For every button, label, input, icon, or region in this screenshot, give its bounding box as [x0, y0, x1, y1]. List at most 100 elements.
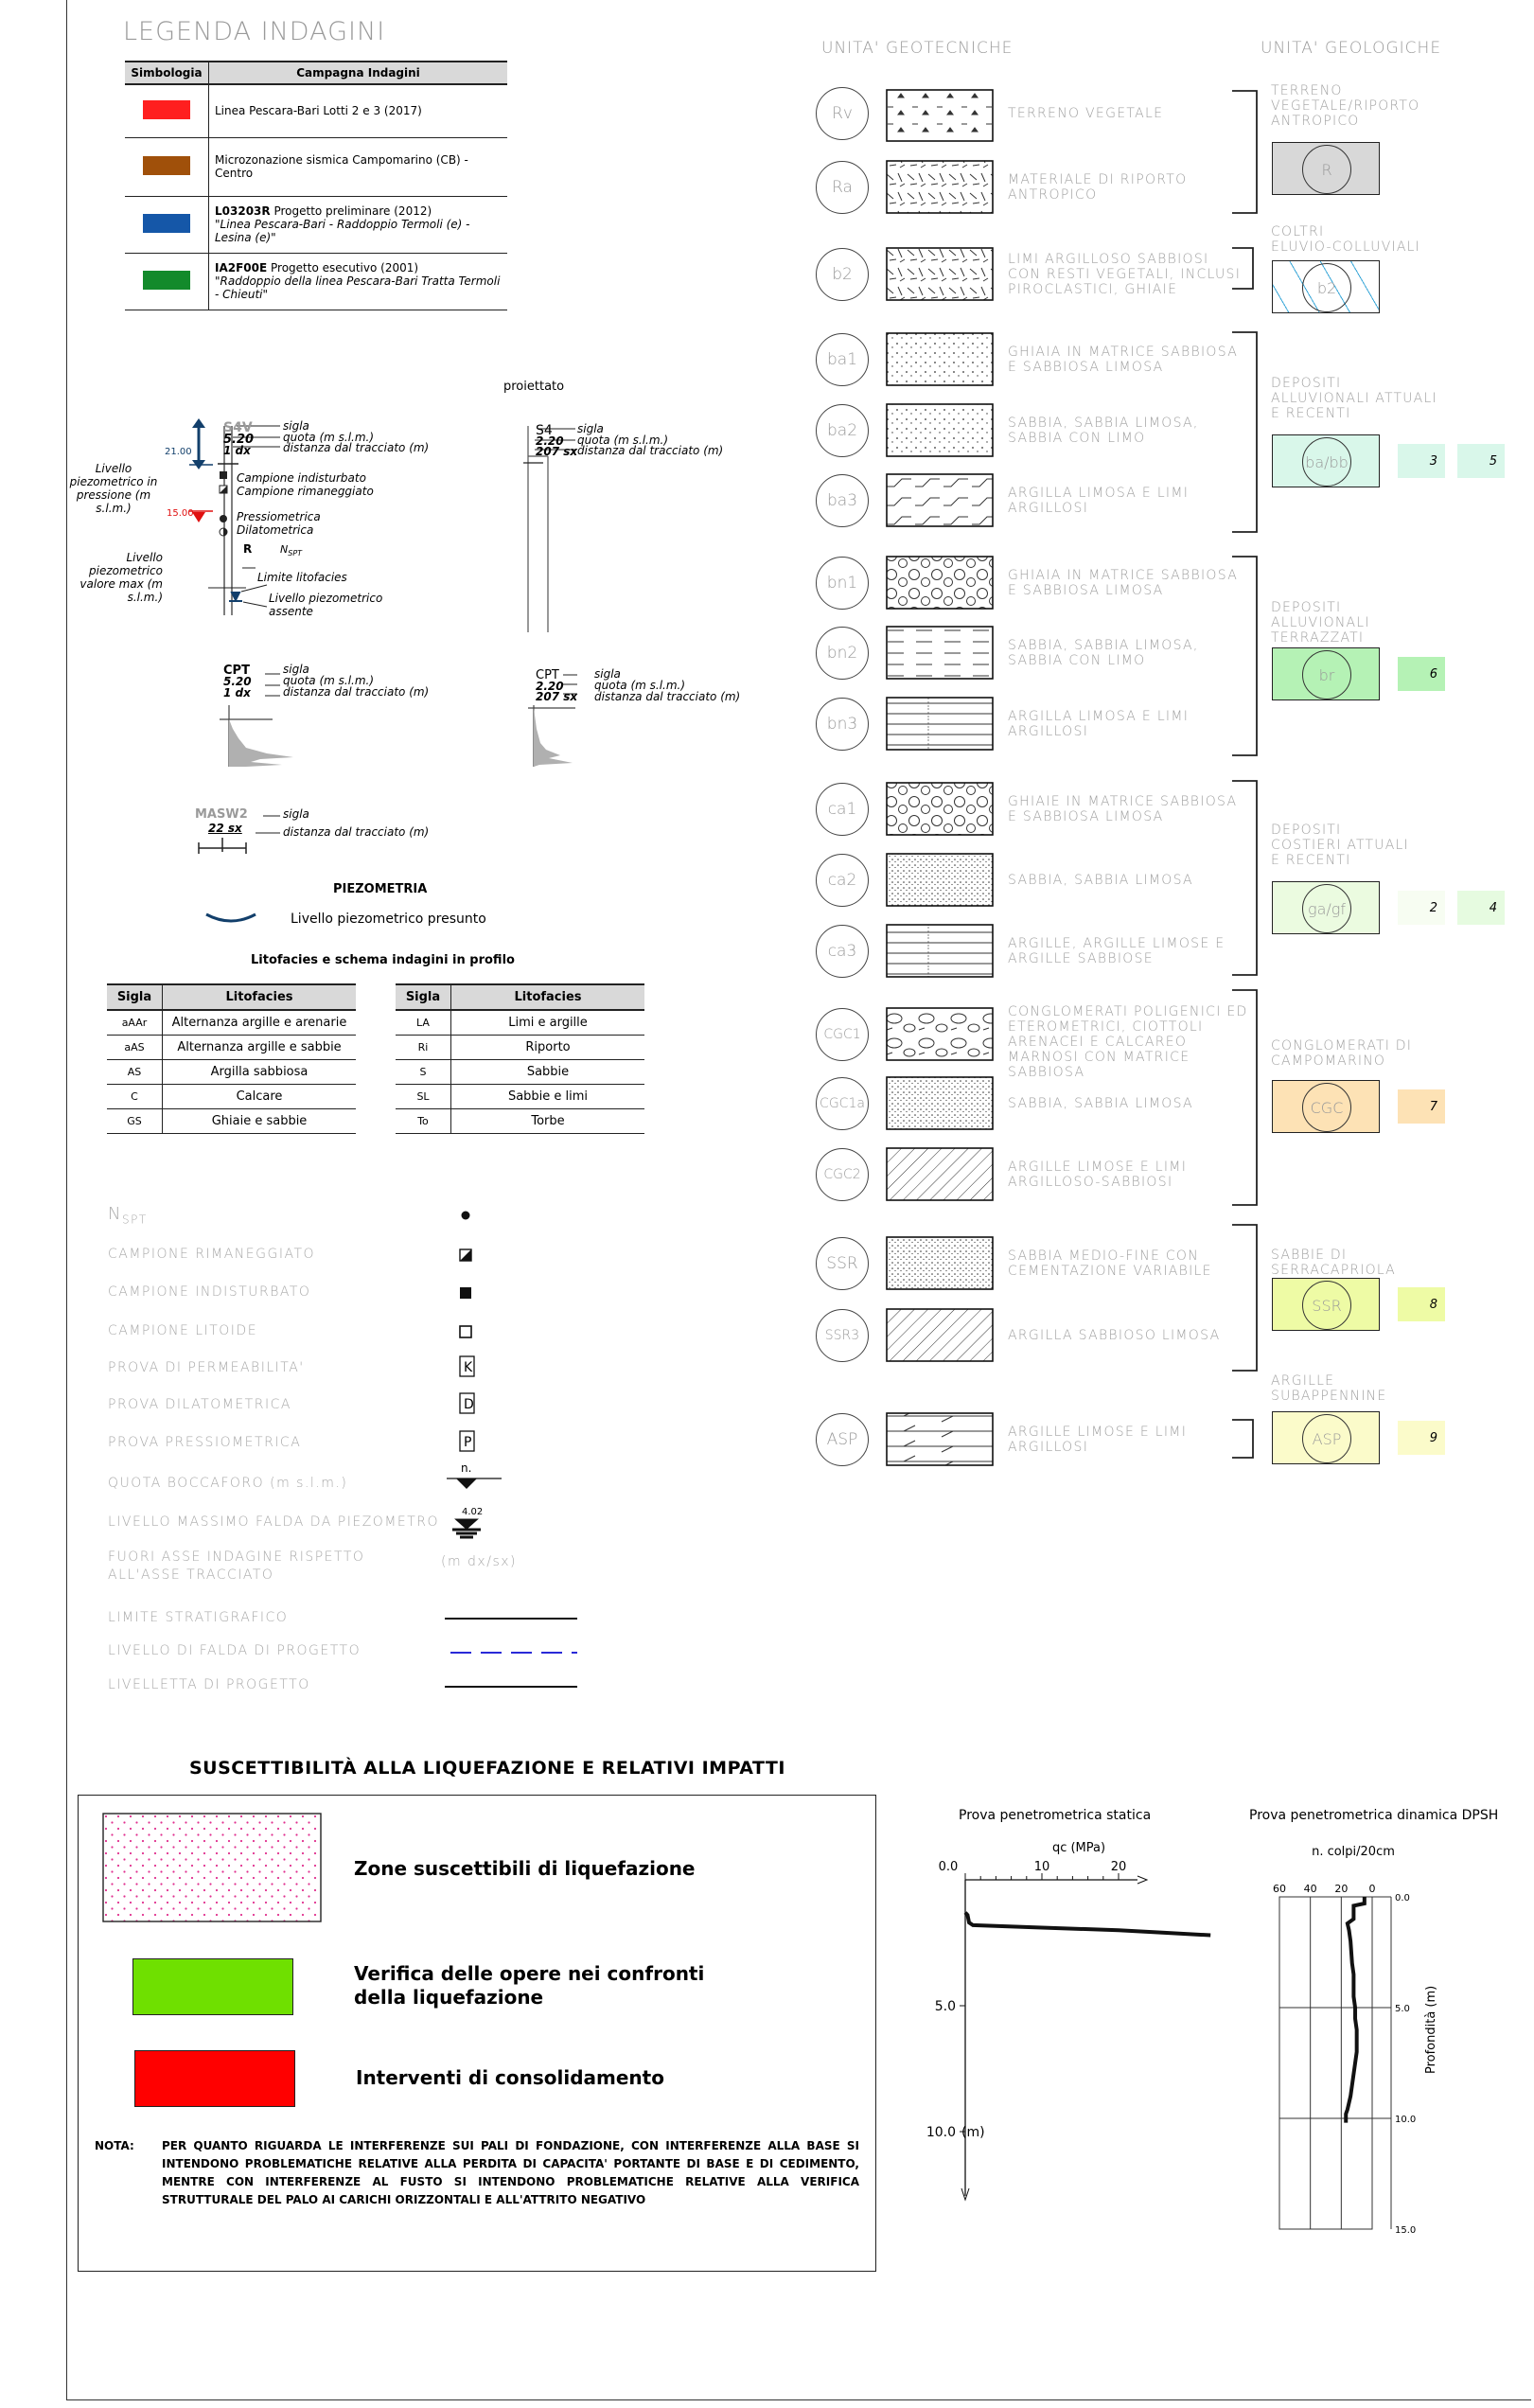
x-axis-label: qc (MPa): [1052, 1841, 1105, 1855]
geol-number: 6: [1398, 657, 1445, 691]
geol-box-br: br: [1272, 647, 1380, 700]
geol-code: ga/gf: [1302, 884, 1351, 933]
s4v-lbl-sigla: sigla: [283, 419, 309, 433]
h-lito: Litofacies: [162, 983, 356, 1011]
sim-camp-ind: CAMPIONE INDISTURBATO: [108, 1284, 311, 1300]
dilat-label: Dilatometrica: [237, 523, 314, 537]
geotec-desc-line: SABBIA, SABBIA LIMOSA: [1008, 1096, 1193, 1111]
geol-box-ga-gf: ga/gf: [1272, 881, 1380, 934]
geol-box-r: R: [1272, 142, 1380, 195]
col-campagna: Campagna Indagini: [208, 61, 507, 85]
h-sigla: Sigla: [396, 983, 451, 1011]
geol-number: 2: [1398, 891, 1445, 925]
geotec-desc-line: PIROCLASTICI, GHIAIE: [1008, 282, 1178, 297]
geotec-code-cgc1: CGC1: [816, 1008, 869, 1061]
lito-desc: Sabbie e limi: [450, 1084, 644, 1109]
s4v-sigla: S4V: [223, 420, 253, 435]
x-axis-arrow: [1137, 1875, 1149, 1885]
liq-swatch-zone: [102, 1813, 322, 1922]
geotec-desc-line: GHIAIE IN MATRICE SABBIOSA: [1008, 794, 1238, 809]
lim-lito-label: Limite litofacies: [257, 571, 347, 584]
geol-label-line: ARGILLE: [1271, 1373, 1335, 1389]
geol-label-line: VEGETALE/RIPORTO: [1271, 98, 1420, 114]
s4-sigla: S4: [536, 423, 553, 438]
liq-label-zone: Zone suscettibili di liquefazione: [354, 1857, 696, 1880]
x-tick-label: 20: [1111, 1860, 1127, 1874]
geol-code: SSR: [1302, 1281, 1351, 1330]
lito-desc: Alternanza argille e arenarie: [162, 1010, 356, 1036]
geol-number: 8: [1398, 1287, 1445, 1321]
series-line: [963, 1911, 1211, 1938]
sim-falda: LIVELLO MASSIMO FALDA DA PIEZOMETRO: [108, 1514, 440, 1530]
geotec-desc-line: E SABBIOSA LIMOSA: [1008, 809, 1164, 824]
geotec-code-cgc1a: CGC1a: [816, 1077, 869, 1130]
geotec-desc-line: SABBIA CON LIMO: [1008, 431, 1146, 446]
s4v-quota: 5.20: [223, 433, 255, 447]
legenda-swatch: [143, 155, 190, 175]
s4v-dx: 1 dx: [223, 444, 251, 457]
sim-nspt: NSPT: [108, 1204, 148, 1227]
lito-sigla: aAS: [107, 1035, 163, 1060]
geotec-desc-line: SABBIA, SABBIA LIMOSA,: [1008, 416, 1199, 431]
geotec-desc-line: GHIAIA IN MATRICE SABBIOSA: [1008, 345, 1239, 360]
cpt1-lbl-quota: quota (m s.l.m.): [283, 674, 375, 687]
geotec-desc-line: LIMI ARGILLOSO SABBIOSI: [1008, 252, 1209, 267]
cpt2-sigla: CPT: [536, 668, 559, 682]
geotec-desc: SABBIA, SABBIA LIMOSA,SABBIA CON LIMO: [1008, 416, 1199, 446]
cpt1-sigla: CPT: [223, 664, 250, 678]
geotec-desc-line: ARGILLE LIMOSE E LIMI: [1008, 1160, 1188, 1175]
camp-ind-label: Campione indisturbato: [237, 471, 366, 485]
geotec-desc-line: ARGILLE SABBIOSE: [1008, 951, 1154, 966]
geotec-desc-line: CEMENTAZIONE VARIABILE: [1008, 1264, 1212, 1279]
lito-sigla: aAAr: [107, 1010, 163, 1036]
y-axis-arrow: [961, 2187, 970, 2202]
sim-falda-val: 4.02: [462, 1507, 484, 1517]
cpt1-lbl-sigla: sigla: [283, 663, 309, 676]
lito-sigla: To: [396, 1108, 451, 1134]
geotec-desc-line: E SABBIOSA LIMOSA: [1008, 360, 1164, 375]
legenda-swatch: [143, 99, 190, 119]
s4-quota: 2.20: [536, 434, 564, 448]
liv-max-label: Livello piezometrico valore max (m s.l.m…: [79, 551, 163, 604]
h-sigla: Sigla: [107, 983, 163, 1011]
geotec-desc-line: ARGILLOSI: [1008, 724, 1089, 739]
geotec-patterns: [886, 89, 994, 1466]
geol-label-line: E RECENTI: [1271, 853, 1351, 868]
liv-press-label: Livello piezometrico in pressione (m s.l…: [69, 462, 158, 515]
x-tick-label: 60: [1273, 1883, 1286, 1895]
geotec-code-ssr3: SSR3: [816, 1309, 869, 1362]
sim-dilat: PROVA DILATOMETRICA: [108, 1397, 291, 1412]
geotec-desc-line: ARENACEI E CALCAREO: [1008, 1035, 1188, 1050]
geol-label-line: SERRACAPRIOLA: [1271, 1263, 1396, 1278]
geotec-code-ba3: ba3: [816, 474, 869, 527]
unita-geol-title: UNITA' GEOLOGICHE: [1261, 39, 1442, 58]
x-tick-label: 0.0: [939, 1860, 959, 1874]
lito-sigla: S: [396, 1059, 451, 1085]
sim-camp-rim: CAMPIONE RIMANEGGIATO: [108, 1247, 316, 1262]
simboli-icons: [445, 1211, 577, 1688]
lito-desc: Torbe: [450, 1108, 644, 1134]
proiettato-label: proiettato: [503, 380, 565, 394]
lito-desc: Limi e argille: [450, 1010, 644, 1036]
series-line: [1344, 1897, 1366, 2123]
nota-label: NOTA:: [95, 2139, 134, 2152]
legenda-row: IA2F00E Progetto esecutivo (2001)"Raddop…: [208, 253, 507, 310]
lito-desc: Riporto: [450, 1035, 644, 1060]
geotec-code-b2: b2: [816, 248, 869, 301]
geotec-desc-line: ETEROMETRICI, CIOTTOLI: [1008, 1019, 1204, 1035]
